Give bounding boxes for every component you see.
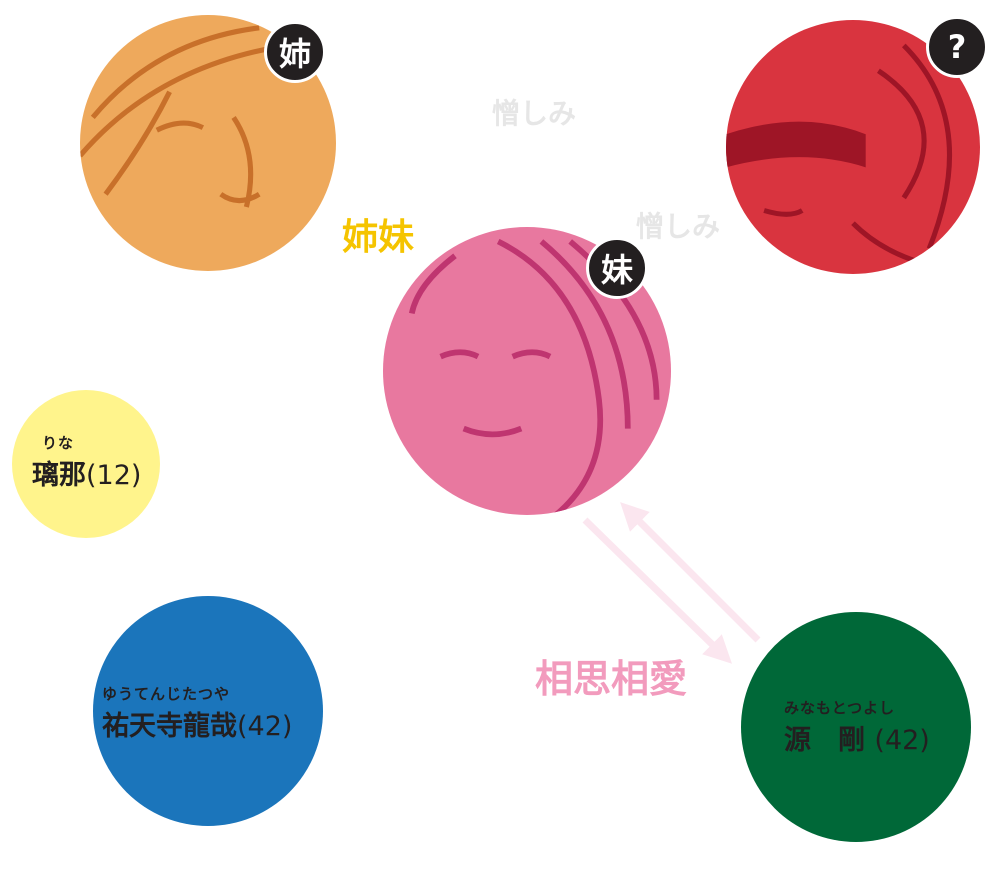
younger-sister-badge: 妹 xyxy=(586,237,648,299)
yutenji-ruby: ゆうてんじたつや xyxy=(102,685,231,703)
relation-sisters-label: 姉妹 xyxy=(342,217,415,258)
minamoto-circle[interactable] xyxy=(741,612,971,842)
rina-age: (12) xyxy=(86,460,142,491)
arrow-to-minamoto xyxy=(582,517,733,664)
rina-ruby: りな xyxy=(42,434,75,452)
relation-hatred-label: 憎しみ xyxy=(492,97,577,130)
portrait-illustration xyxy=(80,25,286,208)
relation-hatred-label: 憎しみ xyxy=(636,210,721,243)
yutenji-name: ゆうてんじたつや 祐天寺龍哉(42) xyxy=(102,683,292,743)
unknown-character-badge: ? xyxy=(926,16,988,78)
yutenji-kanji: 祐天寺龍哉 xyxy=(102,711,237,742)
yutenji-circle[interactable] xyxy=(93,596,323,826)
relation-mutual-love-label: 相思相愛 xyxy=(535,657,688,701)
portrait-illustration xyxy=(726,43,952,264)
elder-sister-badge: 姉 xyxy=(264,21,326,83)
rina-kanji: 璃那 xyxy=(32,460,86,491)
portrait-illustration xyxy=(408,238,660,515)
minamoto-kanji: 源 剛 xyxy=(784,725,865,756)
minamoto-name: みなもとつよし 源 剛 (42) xyxy=(784,697,930,757)
minamoto-age: (42) xyxy=(874,725,930,756)
minamoto-ruby: みなもとつよし xyxy=(784,699,896,717)
yutenji-age: (42) xyxy=(237,711,293,742)
arrow-to-younger-sister xyxy=(620,502,761,643)
rina-circle[interactable] xyxy=(12,390,160,538)
rina-name: りな 璃那(12) xyxy=(32,432,141,492)
